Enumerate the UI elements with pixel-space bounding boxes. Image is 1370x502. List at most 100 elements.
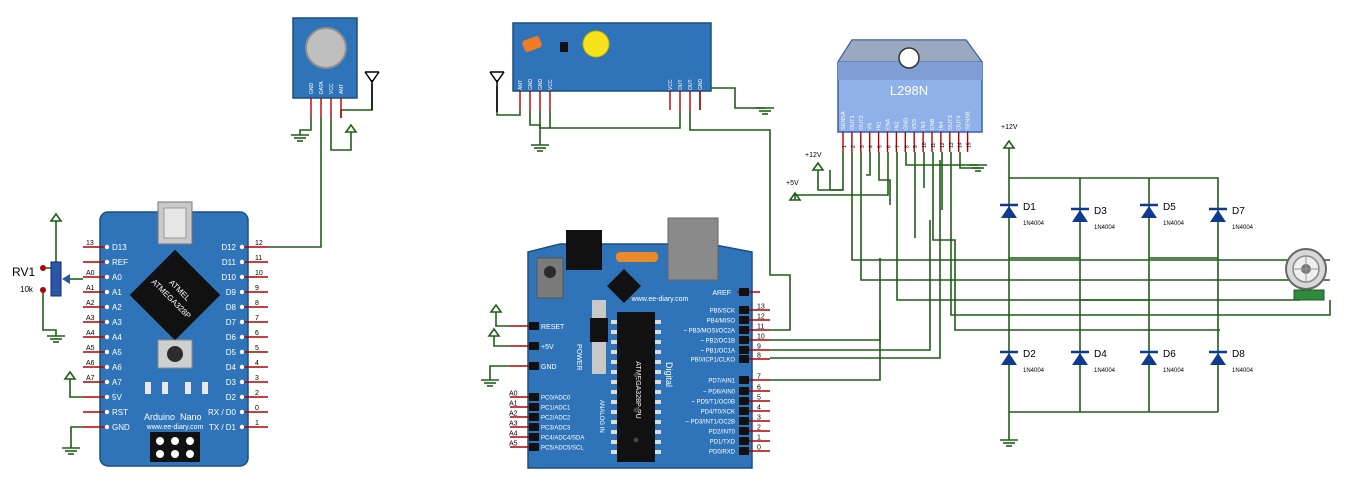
l298-pin-name: OUT3	[948, 115, 954, 130]
uno-analog-pin-name: PC2/ADC2	[541, 416, 571, 422]
l298-pins: SENSA1OUT12OUT23VS4IN15ENA6IN27GND8VSS9I…	[841, 111, 973, 152]
power-arrow-icon	[788, 191, 802, 201]
nano-pin-number: A5	[86, 345, 95, 352]
uno-digital-pin-name: ~ PB2/OC1B	[700, 339, 735, 345]
ground-icon	[756, 107, 774, 115]
power-arrow-icon	[1002, 139, 1016, 149]
l298-pin-name: SENSB	[966, 111, 972, 130]
l298-pin-number: 11	[931, 143, 937, 148]
nano-pin-number: A4	[86, 330, 95, 337]
nano-pin-name: D7	[226, 318, 237, 327]
l298-pin-name: SENSA	[841, 111, 847, 130]
nano-mcu-chip	[129, 249, 221, 341]
l298-pin-name: VS	[868, 122, 874, 130]
diode-name: D7	[1232, 206, 1245, 217]
nano-pin-right: D7 7	[226, 315, 268, 327]
receiver-capacitor	[582, 30, 610, 58]
l298-pin-number: 2	[851, 145, 857, 148]
wire	[299, 118, 312, 135]
nano-pin-number: 2	[255, 390, 259, 397]
l298-pin-name: OUT2	[859, 115, 865, 130]
ground-icon	[47, 335, 65, 343]
uno-digital-pin-name: ~ PD5/T1/OC0B	[691, 400, 735, 406]
nano-pin-name: D8	[226, 303, 237, 312]
uno-digital-pin-name: ~ PD3/INT1/OC2B	[685, 420, 735, 426]
l298-pin-name: ENA	[886, 118, 892, 130]
nano-icsp-pins	[156, 437, 194, 458]
wire	[829, 170, 843, 191]
nano-pin-name: A3	[112, 318, 122, 327]
uno-digital-pin-name: PD4/T0/XCK	[701, 410, 735, 416]
uno-power-pin-name: RESET	[541, 324, 565, 331]
wire	[905, 152, 978, 166]
transmitter-pin: GND	[309, 83, 315, 118]
nano-pin-number: 13	[86, 240, 94, 247]
uno-crystal	[616, 252, 658, 262]
power-arrow-icon	[489, 303, 503, 313]
wire	[489, 365, 510, 380]
nano-pin-name: RST	[112, 408, 128, 417]
nano-pin-number: 5	[255, 345, 259, 352]
nano-pin-number: 7	[255, 315, 259, 322]
uno-digital-pin-name: PB5/SCK	[710, 309, 735, 315]
uno-digital-pin-name: ~ PB3/MOSI/OC2A	[683, 329, 735, 335]
l298-pin-number: 8	[904, 145, 910, 148]
nano-pin-name: D11	[222, 258, 237, 267]
receiver-pin-label: VCC	[668, 79, 674, 90]
l298-pin-number: 7	[895, 145, 901, 148]
uno-digital-pin-name: PB4/MISO	[707, 319, 736, 325]
dc-motor	[1285, 248, 1327, 301]
power-arrow-icon	[63, 370, 77, 380]
nano-pin-name: A2	[112, 303, 122, 312]
nano-pin-name: REF	[112, 258, 128, 267]
diode-part: 1N4004	[1094, 225, 1116, 231]
ground-icon	[62, 447, 80, 455]
uno-chip-pins	[611, 320, 661, 454]
l298-pin: SENSA 1	[841, 111, 848, 152]
uno-digital-pin-number: 11	[757, 324, 764, 331]
transmitter-pin-label: GND	[309, 83, 315, 95]
nano-pin-name: A4	[112, 333, 122, 342]
nano-usb-inner	[163, 207, 187, 239]
l298-pin: VS4	[868, 122, 875, 152]
pot-value: 10k	[20, 285, 34, 294]
uno-regulator-hole	[544, 266, 556, 278]
ground-icon	[1000, 439, 1018, 447]
diode-bridge: D11N4004D31N4004D51N4004D71N4004D21N4004…	[1000, 202, 1254, 374]
diode-part: 1N4004	[1023, 368, 1045, 374]
receiver-pin: GND	[698, 79, 704, 110]
l298-pin-number: 1	[842, 145, 848, 148]
uno-digital-pin-number: 2	[757, 425, 761, 432]
receiver-pin-label: GND	[538, 79, 544, 91]
wire	[851, 152, 1330, 261]
uno-power-pin-name: GND	[541, 364, 557, 371]
nano-pin-name: D4	[226, 363, 237, 372]
nano-name-right: Nano	[180, 412, 202, 422]
receiver-pin: ANT	[518, 80, 524, 110]
l298-pin: GND 8	[903, 118, 910, 152]
power-arrow-icon	[487, 327, 501, 337]
nano-pin-number: 6	[255, 330, 259, 337]
power-12v-right: +12V	[1001, 124, 1018, 131]
nano-pin-number: A7	[86, 375, 95, 382]
l298-pin-name: GND	[903, 118, 909, 130]
